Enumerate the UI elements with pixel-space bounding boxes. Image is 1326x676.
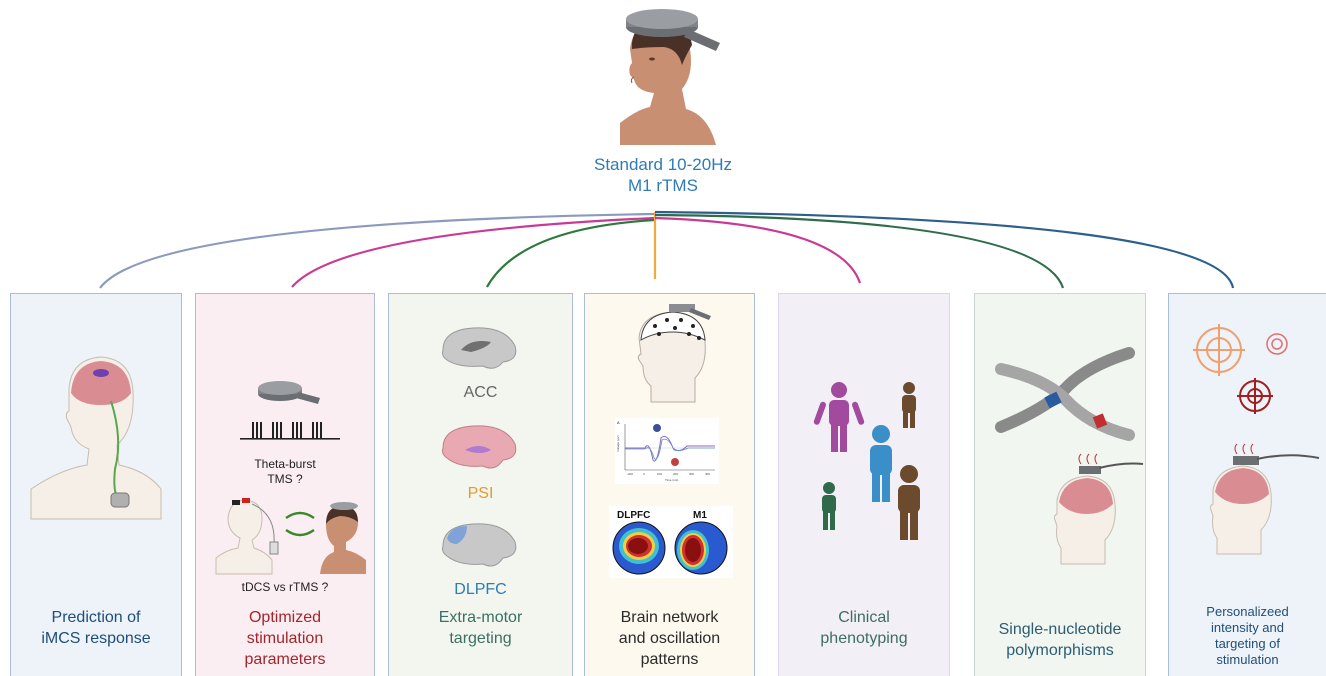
panel-clinical: Clinical phenotyping (778, 293, 950, 676)
panel-personalized-title-4: stimulation (1216, 652, 1279, 667)
panel-snp-title-1: Single-nucleotide (998, 621, 1122, 638)
tep-tick-1: -200 (627, 472, 633, 476)
panel-personalized: Personalizeed intensity and targeting of… (1168, 293, 1326, 676)
acc-label: ACC (463, 384, 498, 401)
panel-brain-network: A Voltage (µV) -200 0 100 200 300 400 Ti… (584, 293, 755, 676)
patient-with-coil-icon (1053, 453, 1144, 565)
panel-personalized-title-2: intensity and (1211, 620, 1284, 635)
panel-prediction-title-2: iMCS response (41, 630, 151, 647)
tep-plot: A Voltage (µV) -200 0 100 200 300 400 Ti… (615, 418, 719, 484)
panel-prediction: Prediction of iMCS response (10, 293, 182, 676)
topoplots: DLPFC M1 (609, 506, 733, 578)
tep-tick-5: 300 (689, 472, 694, 476)
brain-acc-icon (442, 327, 517, 369)
arc-snp (654, 213, 1065, 289)
panel-personalized-title-3: targeting of (1214, 636, 1281, 651)
arc-prediction (99, 212, 656, 289)
panel-optimized-title-1: Optimized (248, 609, 322, 626)
rtms-head-illustration (620, 9, 720, 145)
tep-tick-2: 0 (643, 472, 645, 476)
tep-tick-3: 100 (657, 472, 662, 476)
target-icons (1193, 324, 1288, 414)
dna-icon (995, 347, 1135, 441)
branch-arcs (99, 210, 1235, 289)
arc-personalized (654, 210, 1235, 289)
arc-extra-motor (486, 218, 656, 288)
psi-label: PSI (467, 485, 494, 502)
top-title-line2: M1 rTMS (628, 176, 698, 195)
tep-ylabel: Voltage (µV) (616, 435, 620, 452)
panel-extra-motor-title-2: targeting (449, 630, 512, 647)
tep-tick-6: 400 (705, 472, 710, 476)
brain-dlpfc-icon (442, 523, 517, 567)
theta-burst-label-2: TMS ? (267, 472, 303, 486)
tep-tick-4: 200 (673, 472, 678, 476)
theta-burst-pulse-train (240, 422, 340, 440)
implanted-patient-illustration (30, 356, 162, 520)
panel-brain-network-title-2: and oscillation (618, 630, 721, 647)
people-icons (813, 382, 920, 540)
tms-coil-icon (626, 9, 720, 51)
panel-extra-motor: ACC PSI DLPFC Extra-motor targeting (388, 293, 573, 676)
panel-clinical-title-2: phenotyping (820, 630, 908, 647)
arc-clinical (654, 216, 862, 284)
panel-optimized-title-2: stimulation (246, 630, 324, 647)
theta-burst-label: Theta-burst (254, 457, 316, 471)
topo-m1-label: M1 (693, 510, 707, 521)
panel-snp-title-2: polymorphisms (1006, 642, 1114, 659)
panel-extra-motor-title-1: Extra-motor (438, 609, 523, 626)
tms-coil-icon (258, 381, 320, 404)
patient-with-coil-icon (1209, 443, 1320, 555)
eeg-cap-head-illustration (637, 304, 711, 403)
tep-corner-label: A (617, 420, 620, 425)
brain-psi-icon (442, 425, 517, 469)
dlpfc-label: DLPFC (454, 581, 507, 598)
panel-prediction-title-1: Prediction of (51, 609, 141, 626)
panel-brain-network-title-3: patterns (640, 651, 699, 668)
panel-optimized: Theta-burst TMS ? tDCS vs rTMS ? Optimiz… (195, 293, 375, 676)
top-title-line1: Standard 10-20Hz (594, 155, 732, 174)
panel-personalized-title-1: Personalizeed (1206, 604, 1289, 619)
panel-optimized-title-3: parameters (244, 651, 326, 668)
tdcs-vs-rtms-illustration (215, 498, 366, 575)
panel-brain-network-title-1: Brain network (620, 609, 719, 626)
panel-clinical-title-1: Clinical (838, 609, 890, 626)
tep-xlabel: Time (ms) (665, 478, 678, 482)
arc-optimized (291, 216, 656, 288)
panel-snp: Single-nucleotide polymorphisms (974, 293, 1146, 676)
topo-dlpfc-label: DLPFC (617, 510, 650, 521)
tdcs-vs-rtms-label: tDCS vs rTMS ? (241, 580, 329, 594)
